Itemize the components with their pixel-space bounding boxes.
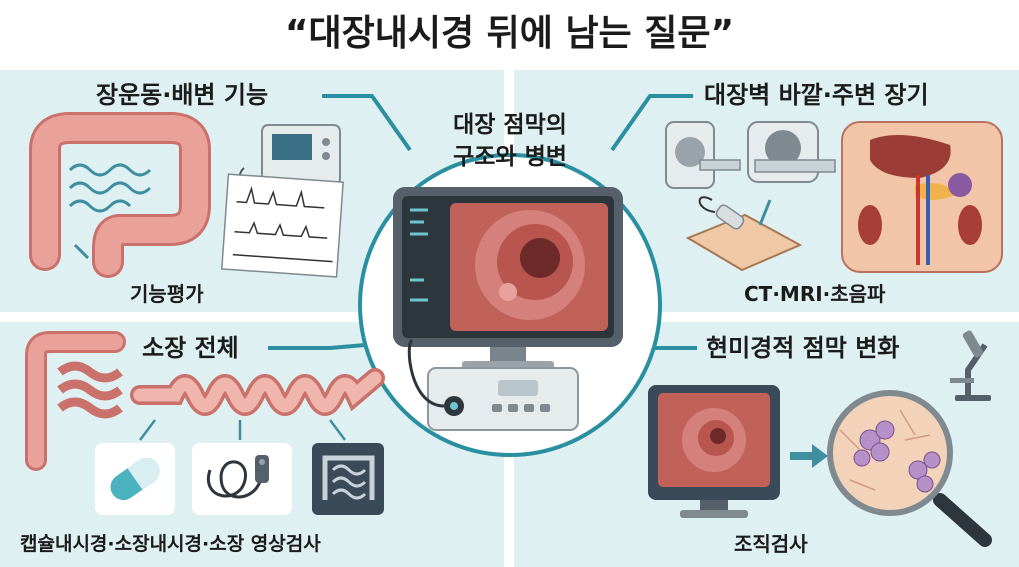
panel-top-right-heading: 대장벽 바깥·주변 장기 (704, 81, 929, 109)
center-label-line1: 대장 점막의 (453, 112, 567, 138)
panel-bottom-left-heading: 소장 전체 (142, 334, 239, 362)
panel-bottom-right-caption: 조직검사 (734, 532, 808, 556)
endoscopy-monitor-icon (393, 187, 623, 431)
center-label-line2: 구조와 병변 (453, 144, 567, 170)
mucosa-monitor-icon (648, 385, 780, 518)
small-intestine-icon (25, 331, 385, 471)
enteroscope-icon (192, 443, 292, 515)
panel-bottom-left-caption: 캡슐내시경·소장내시경·소장 영상검사 (20, 533, 321, 555)
panel-top-right-caption: CT·MRI·초음파 (744, 282, 886, 306)
colon-motility-icon (29, 112, 211, 278)
ct-scanner-icon (665, 121, 836, 189)
ultrasound-icon (685, 196, 803, 272)
panel-top-left-heading: 장운동·배변 기능 (96, 81, 269, 109)
ecg-machine-icon (220, 124, 344, 278)
page-title: “대장내시경 뒤에 남는 질문” (284, 13, 735, 54)
microscope-icon (950, 330, 991, 401)
abdomen-organs-icon (841, 121, 1003, 273)
panel-top-left-caption: 기능평가 (130, 282, 204, 306)
panel-bottom-right-heading: 현미경적 점막 변화 (706, 334, 900, 362)
arrow-icon (790, 444, 828, 468)
capsule-endoscope-icon (95, 443, 175, 515)
magnifier-icon (827, 390, 992, 547)
small-bowel-imaging-icon (312, 443, 384, 515)
